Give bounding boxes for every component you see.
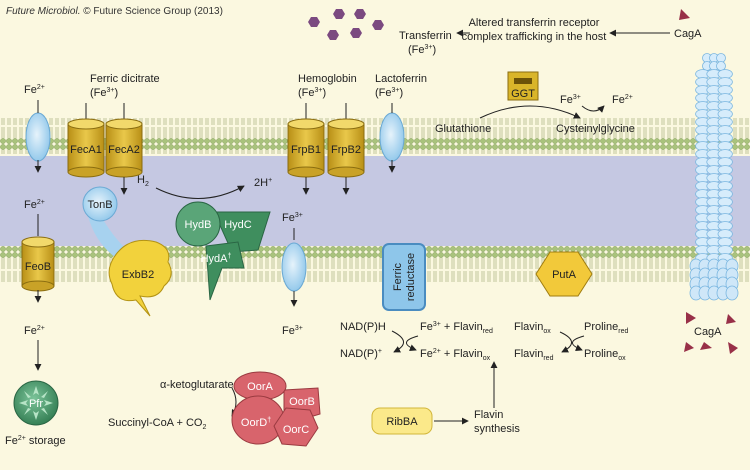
ribba-enzyme: RibBA	[371, 407, 433, 435]
feob-transporter: FeoB	[21, 236, 55, 292]
fe3-flavin-label: Fe3+ + Flavinred	[420, 321, 493, 335]
hemoglobin-iron: (Fe3+)	[298, 87, 326, 99]
feca1-transporter: FecA1	[67, 118, 105, 178]
feob-label: FeoB	[25, 261, 51, 273]
feca2-transporter: FecA2	[105, 118, 143, 178]
hydc-label: HydC	[224, 219, 252, 231]
arrow-proline-puta	[572, 335, 585, 351]
ggt-enzyme: GGT	[507, 71, 539, 101]
transferrin-iron-label: (Fe3+)	[408, 44, 436, 56]
altered-label-2: complex trafficking in the host	[462, 31, 607, 43]
credit-line: Future Microbiol. © Future Science Group…	[6, 6, 223, 17]
flavin-red-label: Flavinred	[514, 348, 554, 362]
frpb1-label: FrpB1	[291, 144, 321, 156]
nadp-label: NAD(P)+	[340, 348, 382, 360]
fe3-ggt-label: Fe3+	[560, 94, 581, 106]
arrow-nadph	[391, 330, 404, 353]
altered-label-1: Altered transferrin receptor	[469, 17, 600, 29]
arrow-flavin-puta	[559, 331, 572, 353]
cag-pilus	[689, 53, 739, 301]
fe2-channel-outer	[25, 112, 51, 162]
ferric-dicitrate-iron: (Fe3+)	[90, 87, 118, 99]
proline-ox-label: Prolineox	[584, 348, 626, 362]
exbb2-protein: ExbB2	[108, 239, 172, 317]
arrow-glutathione	[479, 105, 581, 119]
ribba-label: RibBA	[386, 416, 418, 428]
two-h-label: 2H+	[254, 177, 272, 189]
ferric-reductase-label-1: Ferric	[392, 262, 404, 291]
frpb1-transporter: FrpB1	[287, 118, 325, 178]
transferrin-label: Transferrin	[399, 30, 452, 42]
frpb2-label: FrpB2	[331, 144, 361, 156]
fe2-storage-label: Fe2+ storage	[5, 435, 66, 447]
feca2-label: FecA2	[108, 144, 140, 156]
oorc-label: OorC	[283, 424, 309, 436]
glutathione-label: Glutathione	[435, 123, 491, 135]
lactoferrin-iron: (Fe3+)	[375, 87, 403, 99]
transferrin-hexagons	[308, 9, 384, 40]
caga-bottom-label: CagA	[694, 326, 722, 338]
flavin-synthesis-label-2: synthesis	[474, 423, 520, 435]
akg-label: α-ketoglutarate	[160, 379, 234, 391]
tonb-label: TonB	[87, 199, 112, 211]
ferric-reductase: Ferric reductase	[382, 243, 426, 311]
oorb-label: OorB	[289, 396, 315, 408]
exbb2-label: ExbB2	[122, 269, 154, 281]
fe3-peri-label: Fe3+	[282, 212, 303, 224]
succinyl-label: Succinyl-CoA + CO2	[108, 417, 206, 431]
hemoglobin-label: Hemoglobin	[298, 73, 357, 85]
hydrogenase-complex: HydB HydC HydA†	[175, 201, 271, 301]
pfr-label: Pfr	[29, 398, 43, 410]
ferric-reductase-label-2: reductase	[405, 253, 417, 301]
fe2-ggt-label: Fe2+	[612, 94, 633, 106]
h2-label: H2	[137, 174, 149, 188]
fe3-inner-channel	[281, 242, 307, 292]
flavin-ox-label: Flavinox	[514, 321, 551, 335]
oor-complex: OorA OorB OorD† OorC	[231, 371, 321, 447]
proline-red-label: Prolinered	[584, 321, 628, 335]
pilus-base-bead	[725, 285, 739, 301]
caga-top-label: CagA	[674, 28, 702, 40]
feca1-label: FecA1	[70, 144, 102, 156]
lactoferrin-channel	[379, 112, 405, 162]
cysteinylglycine-label: Cysteinylglycine	[556, 123, 635, 135]
hyda-label: HydA†	[201, 253, 232, 265]
fe2-flavin-label: Fe2+ + Flavinox	[420, 348, 491, 362]
oora-label: OorA	[247, 381, 273, 393]
fe3-cyto-label: Fe3+	[282, 325, 303, 337]
oord-label: OorD†	[241, 417, 271, 429]
flavin-synthesis-label-1: Flavin	[474, 409, 503, 421]
caga-top-triangle	[679, 9, 690, 20]
ferric-dicitrate-label: Ferric dicitrate	[90, 73, 160, 85]
fe2-cyto-left-label: Fe2+	[24, 325, 45, 337]
ggt-label: GGT	[511, 88, 535, 100]
caga-triangles	[684, 312, 738, 354]
fe2-top-label: Fe2+	[24, 84, 45, 96]
arrow-fe-reduction-reductase	[406, 335, 419, 351]
puta-label: PutA	[552, 269, 577, 281]
nadph-label: NAD(P)H	[340, 321, 386, 333]
arrow-fe-reduction-ggt	[581, 105, 605, 113]
lactoferrin-label: Lactoferrin	[375, 73, 427, 85]
fe2-mid-label: Fe2+	[24, 199, 45, 211]
puta-enzyme: PutA	[535, 251, 593, 297]
hydb-label: HydB	[185, 219, 212, 231]
arrow-h2-oxidation	[155, 185, 245, 199]
pfr-protein: Pfr	[13, 380, 59, 426]
frpb2-transporter: FrpB2	[327, 118, 365, 178]
